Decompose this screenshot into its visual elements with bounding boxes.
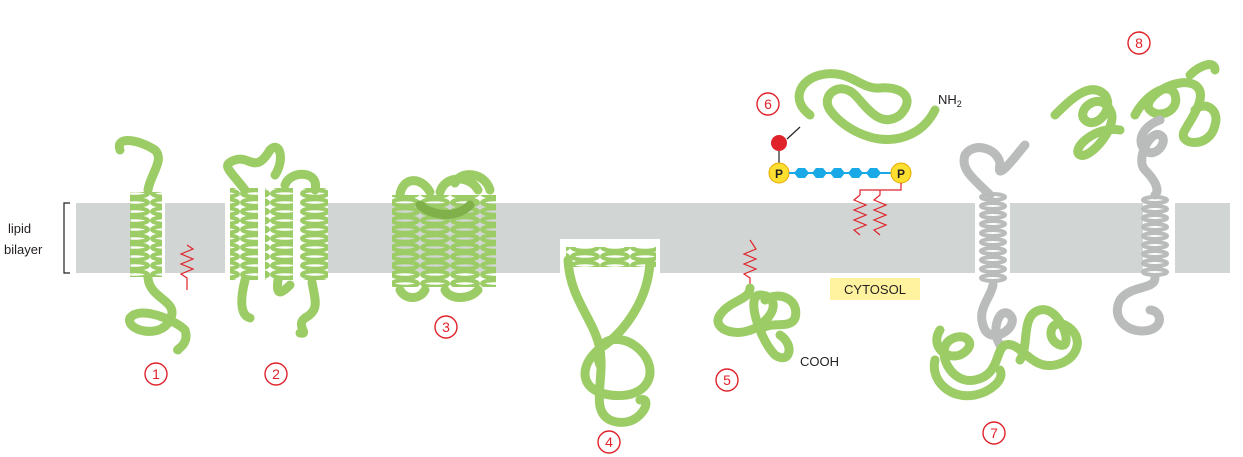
protein-4: [563, 247, 656, 427]
number-marker-2: 2: [264, 362, 288, 386]
protein-5: [713, 239, 801, 362]
cytosol-label-group: CYTOSOL: [830, 278, 920, 300]
number-marker-5: 5: [715, 368, 739, 392]
protein-2: [223, 143, 328, 338]
svg-text:2: 2: [272, 366, 280, 382]
nh2-label: NH2: [938, 92, 962, 109]
cytosol-label: CYTOSOL: [844, 282, 906, 297]
phosphate-left-label: P: [775, 167, 783, 181]
lipid-bilayer-label-group: lipid bilayer: [4, 202, 70, 274]
protein-8: [1050, 60, 1221, 336]
number-marker-8: 8: [1127, 31, 1151, 55]
protein-7: [929, 140, 1082, 401]
svg-text:1: 1: [152, 366, 160, 382]
svg-text:6: 6: [764, 96, 772, 112]
red-dot: [771, 135, 787, 151]
protein-8-helix: [1141, 195, 1169, 277]
number-marker-3: 3: [434, 315, 458, 339]
protein-6: P P NH2: [768, 69, 962, 236]
svg-text:8: 8: [1135, 35, 1143, 51]
svg-text:5: 5: [723, 372, 731, 388]
cooh-label: COOH: [800, 354, 839, 369]
number-marker-1: 1: [144, 362, 168, 386]
bilayer-label: bilayer: [4, 242, 43, 257]
protein-1: [114, 136, 195, 355]
phosphate-right-label: P: [897, 167, 905, 181]
number-marker-4: 4: [597, 430, 621, 454]
lipid-label: lipid: [8, 221, 31, 236]
number-marker-6: 6: [756, 92, 780, 116]
svg-text:4: 4: [605, 434, 613, 450]
protein-3: [385, 170, 503, 302]
svg-text:3: 3: [442, 319, 450, 335]
protein-6-lipid-anchor: [852, 194, 868, 236]
protein-1-lipid-anchor: [179, 244, 195, 290]
number-marker-7: 7: [982, 421, 1006, 445]
svg-text:7: 7: [990, 425, 998, 441]
sugar-chain: [794, 168, 881, 178]
protein-5-lipid-anchor: [742, 239, 758, 288]
